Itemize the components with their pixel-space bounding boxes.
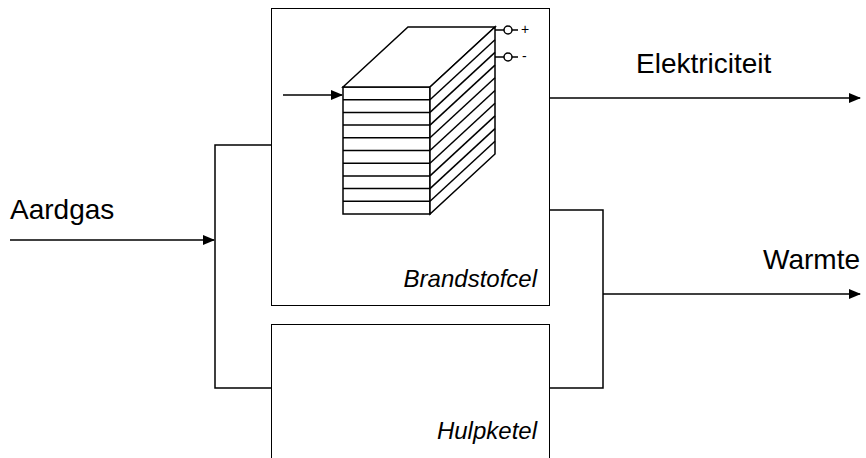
electricity-arrow	[550, 97, 860, 99]
gas-split-line	[215, 145, 271, 388]
gas-arrow	[10, 239, 214, 241]
cell-plate	[430, 52, 495, 112]
cell-plate	[343, 112, 430, 114]
cell-plate	[343, 150, 430, 152]
cell-plate	[343, 175, 430, 177]
terminal	[504, 26, 512, 34]
cell-plate	[343, 137, 430, 139]
terminal-wire	[495, 29, 504, 31]
box-title: Brandstofcel	[404, 265, 537, 293]
cell-plate	[430, 141, 495, 201]
output-label: Elektriciteit	[636, 50, 771, 78]
input-label: Aardgas	[10, 196, 114, 224]
cell-plate	[430, 103, 495, 163]
cell-plate	[430, 116, 495, 176]
cell-plate	[430, 78, 495, 138]
terminal-wire	[512, 29, 518, 31]
boiler-box: Hulpketel	[271, 324, 550, 458]
cell-plate	[343, 162, 430, 164]
cell-plate	[343, 201, 430, 203]
heat-arrow	[603, 293, 860, 295]
fuel-cell-box: Brandstofcel	[271, 8, 550, 306]
terminal-sign: +	[521, 22, 529, 36]
cell-plate	[343, 188, 430, 190]
stack-input-arrow	[283, 94, 342, 96]
cell-plate	[343, 99, 430, 101]
terminal-sign: -	[522, 49, 527, 63]
cell-plate	[430, 91, 495, 151]
cell-plate	[430, 40, 495, 100]
cell-plate	[343, 124, 430, 126]
terminal-wire	[495, 56, 504, 58]
heat-merge-line	[550, 210, 603, 388]
fuel-cell-stack	[343, 27, 495, 214]
terminal-wire	[512, 56, 518, 58]
cell-plate	[430, 65, 495, 125]
terminal	[504, 53, 512, 61]
box-title: Hulpketel	[437, 417, 537, 445]
output-label: Warmte	[763, 246, 860, 274]
cell-plate	[430, 129, 495, 189]
